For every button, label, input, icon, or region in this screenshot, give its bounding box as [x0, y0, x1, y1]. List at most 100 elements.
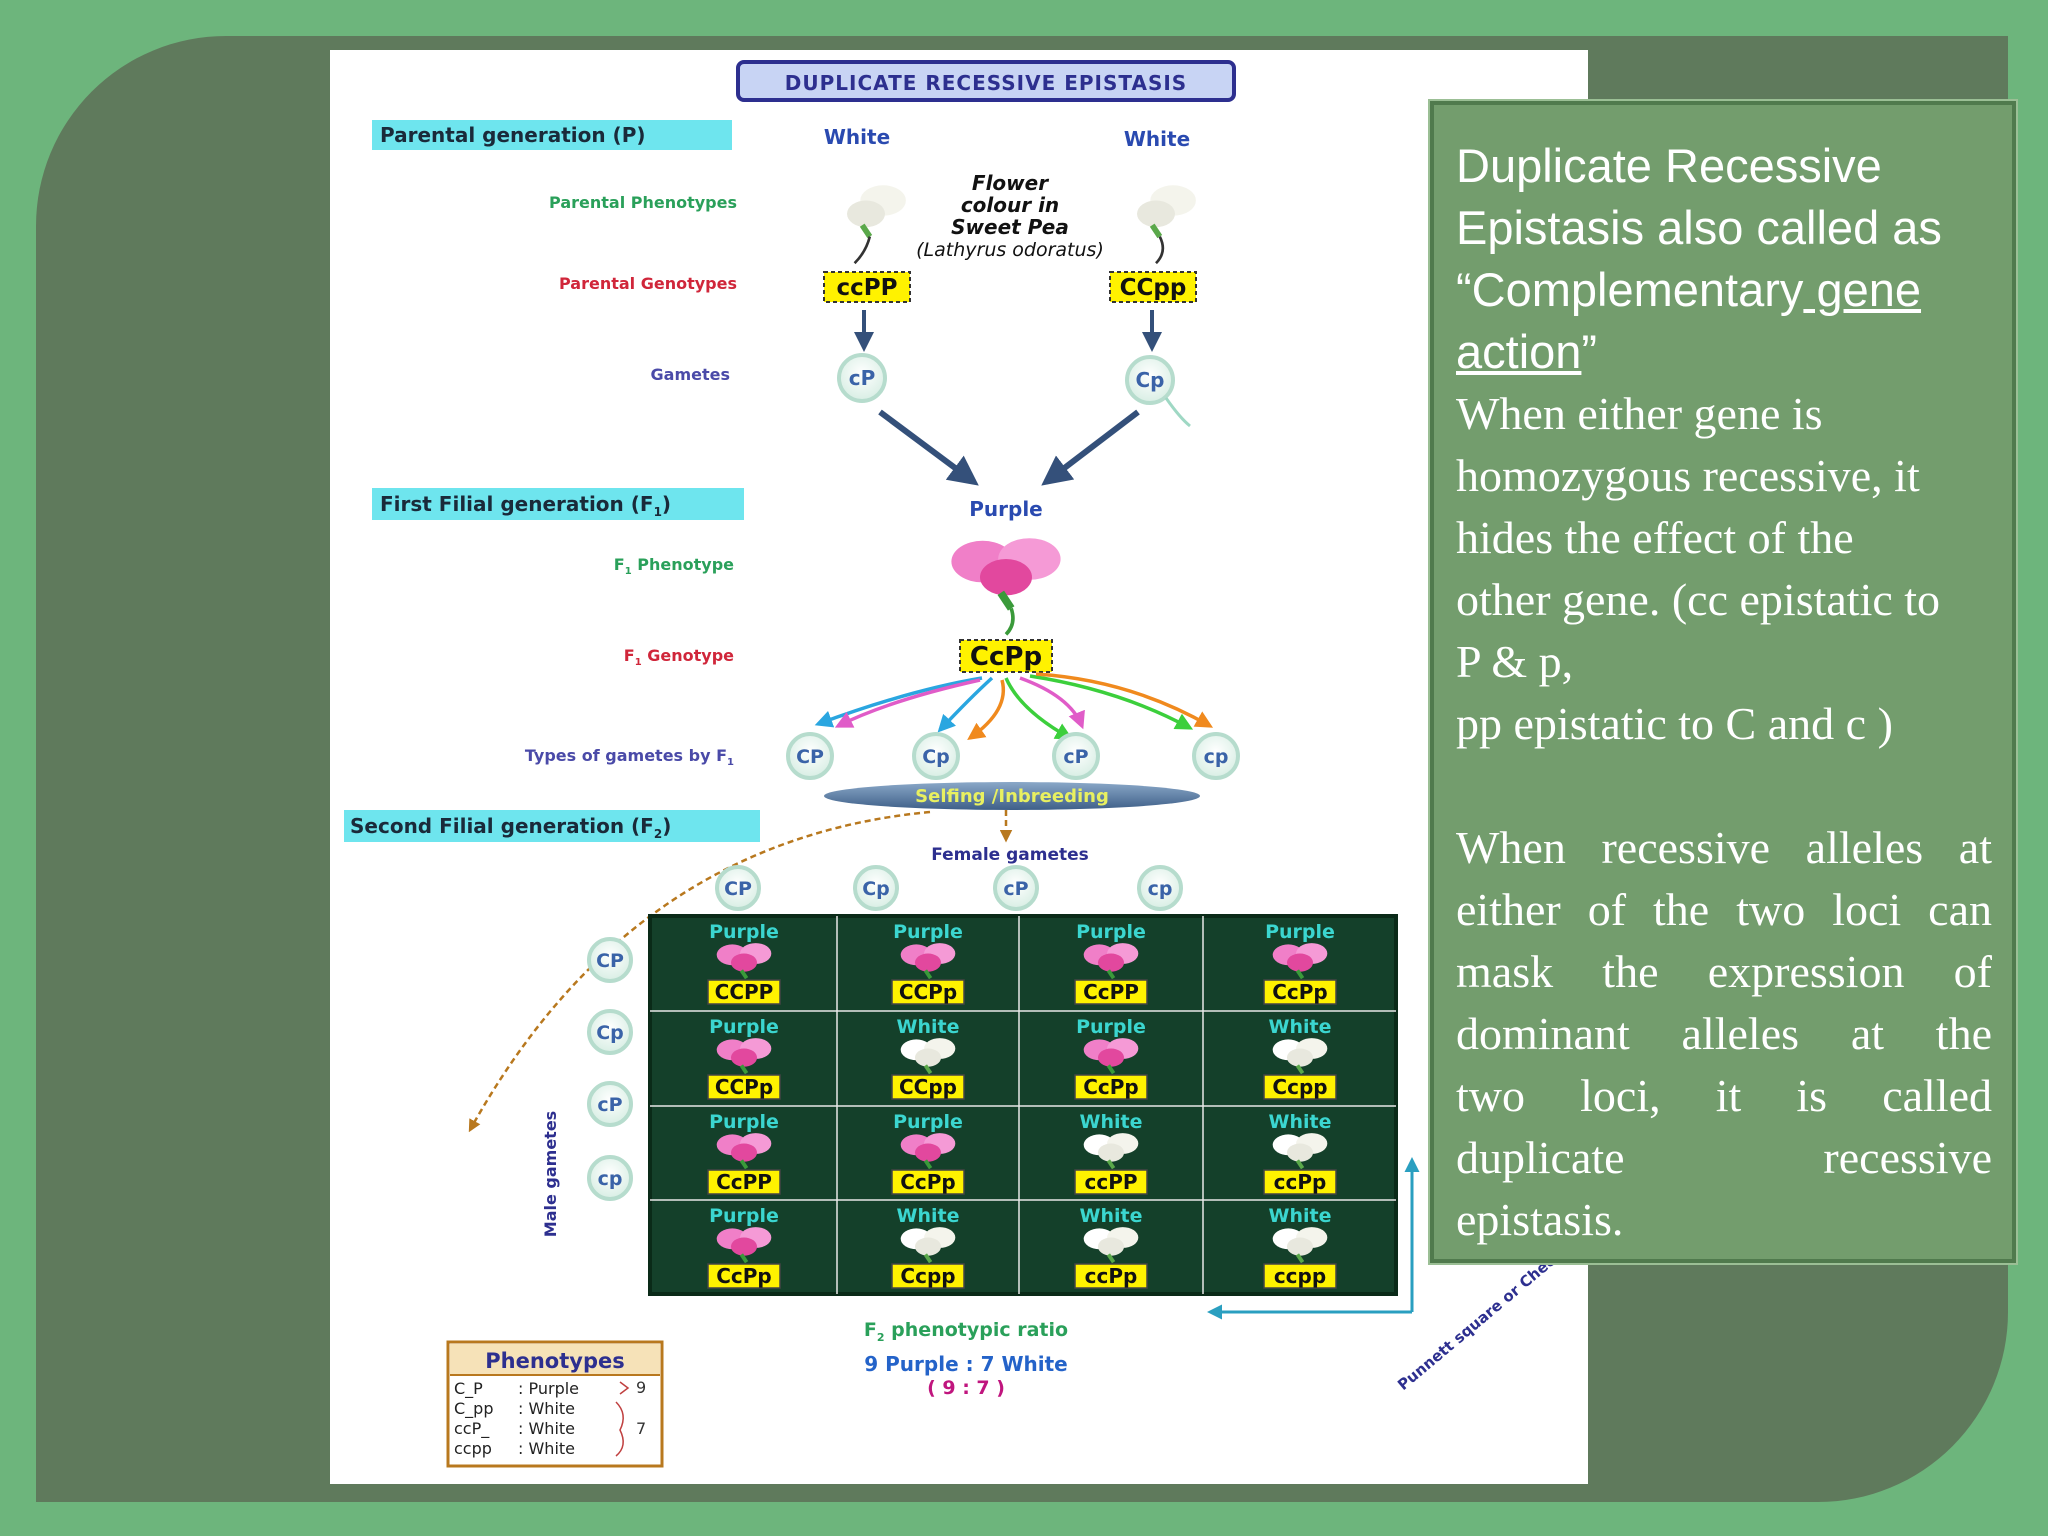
right-gamete-tail	[1164, 397, 1191, 428]
paragraph-2-line: two loci, it is called	[1456, 1070, 1992, 1121]
grid-cell-genotype-box	[891, 1169, 965, 1195]
flower-note-line2: colour in	[961, 193, 1059, 217]
grid-cell-genotype: Ccpp	[1272, 1075, 1327, 1099]
paragraph-2-line: When recessive alleles at	[1456, 822, 1992, 873]
gametes-label: Gametes	[651, 365, 730, 384]
grid-cell-phenotype: White	[1269, 1016, 1332, 1038]
parent-left-flower-icon	[826, 185, 906, 265]
textbox-heading: Duplicate Recessive Epistasis also calle…	[1456, 135, 1992, 383]
f2-generation-text: Second Filial generation (F	[350, 814, 654, 838]
grid-cell-genotype-box	[707, 1263, 781, 1289]
parent-right-gamete: Cp	[1136, 368, 1165, 392]
parental-genotypes-label: Parental Genotypes	[559, 274, 737, 293]
grid-cell-phenotype: Purple	[709, 1205, 779, 1227]
grid-cell-genotype: CCPP	[715, 980, 774, 1004]
grid-cell-genotype-box	[891, 979, 965, 1005]
f2-ratio-text: 9 Purple : 7 White	[864, 1352, 1067, 1376]
female-gamete-circle	[993, 865, 1039, 911]
flower-note-line1: Flower	[972, 171, 1049, 195]
grid-cell-genotype-box	[1263, 1074, 1337, 1100]
f1-generation-sub: 1	[654, 505, 662, 519]
paragraph-1-line: hides the effect of the	[1456, 512, 1854, 563]
paragraph-1-line: other gene. (cc epistatic to	[1456, 574, 1941, 625]
parent-right-genotype: CCpp	[1120, 275, 1187, 301]
f1-arrow-cp1b	[937, 676, 994, 733]
grid-cell-genotype-box	[1263, 1263, 1337, 1289]
phenotypes-table-header-bg	[450, 1344, 660, 1374]
paragraph-1-line: homozygous recessive, it	[1456, 450, 1920, 501]
diagram-title-box	[736, 60, 1236, 102]
paragraph-2-line: mask the expression of	[1456, 946, 1992, 997]
paragraph-2-line: duplicate recessive	[1456, 1132, 1992, 1183]
paragraph-1-line: When either gene is	[1456, 388, 1823, 439]
gamete-types-label-text: Types of gametes by F	[525, 746, 727, 765]
selfing-to-male-arrow	[468, 810, 931, 1133]
f2-ratio-label-f: F	[864, 1319, 877, 1341]
grid-cell-phenotype: Purple	[893, 921, 963, 943]
gamete-types-label: Types of gametes by F1	[525, 746, 734, 768]
paragraph-1-line: pp epistatic to C and c )	[1456, 698, 1893, 749]
phenotype-color: : White	[518, 1419, 575, 1438]
phenotypes-table-title: Phenotypes	[485, 1349, 624, 1373]
grid-cell-genotype-box	[1074, 1074, 1148, 1100]
grid-cell-phenotype: White	[897, 1205, 960, 1227]
female-gamete-circle	[1137, 865, 1183, 911]
punnett-grid-bg	[648, 914, 1398, 1296]
explanation-textbox: Duplicate Recessive Epistasis also calle…	[1430, 101, 2016, 1263]
heading-action-link[interactable]: action	[1456, 325, 1582, 378]
parent-right-flower-icon	[1116, 185, 1196, 265]
selfing-label: Selfing /Inbreeding	[915, 786, 1109, 807]
heading-line3-start: “Complementary	[1456, 263, 1804, 316]
grid-cell-genotype-box	[1263, 979, 1337, 1005]
f2-generation-close: )	[662, 814, 671, 838]
textbox-paragraph-2: When recessive alleles at either of the t…	[1456, 817, 1992, 1251]
textbox-spacer	[1456, 755, 1992, 817]
phenotype-genotype-class: ccpp	[454, 1439, 492, 1458]
f1-arrow-orange-right	[1035, 672, 1214, 728]
phenotypes-count-white: 7	[636, 1419, 646, 1438]
grid-cell-genotype-box	[1074, 1169, 1148, 1195]
grid-cell-genotype-box	[1263, 1169, 1337, 1195]
paragraph-2-line: either of the two loci can	[1456, 884, 1992, 935]
grid-cell-genotype-box	[1074, 1263, 1148, 1289]
f2-ratio-numeric: ( 9 : 7 )	[927, 1377, 1005, 1399]
female-gamete-label: cP	[1003, 878, 1028, 900]
male-gamete-label: cp	[598, 1168, 623, 1190]
heading-gene-link[interactable]: gene	[1803, 263, 1922, 316]
female-gamete-label: CP	[724, 878, 752, 900]
grid-cell-phenotype: White	[1269, 1111, 1332, 1133]
male-gamete-label: cP	[597, 1094, 622, 1116]
phenotype-color: : White	[518, 1399, 575, 1418]
male-gamete-circle	[587, 937, 633, 983]
grid-cell-genotype: CcPP	[1083, 980, 1139, 1004]
f1-arrow-pink-right	[1019, 676, 1085, 730]
male-gamete-label: Cp	[596, 1022, 624, 1044]
cross-arrow-right	[1041, 409, 1140, 486]
grid-cell-genotype-box	[707, 979, 781, 1005]
grid-cell-genotype: CCPp	[899, 980, 957, 1004]
f1-phenotype-label-rest: Phenotype	[632, 555, 734, 574]
paragraph-1-line: P & p,	[1456, 636, 1574, 687]
heading-line2: Epistasis also called as	[1456, 201, 1942, 254]
grid-cell-genotype: CcPp	[1083, 1075, 1139, 1099]
f1-gamete-2: Cp	[922, 746, 950, 768]
diagram-title: DUPLICATE RECESSIVE EPISTASIS	[785, 71, 1187, 95]
grid-cell-phenotype: Purple	[709, 921, 779, 943]
phenotype-color: : Purple	[518, 1379, 579, 1398]
parental-phenotypes-label: Parental Phenotypes	[549, 193, 737, 212]
f1-generation-close: )	[662, 492, 671, 516]
parent-left-gamete-circle	[837, 353, 887, 403]
heading-line4-end: ”	[1581, 325, 1598, 378]
f1-arrow-orange-mid	[967, 679, 1005, 741]
grid-cell-genotype-box	[707, 1169, 781, 1195]
phenotype-color: : White	[518, 1439, 575, 1458]
flower-note-line3: Sweet Pea	[951, 215, 1069, 239]
grid-cell-phenotype: Purple	[709, 1111, 779, 1133]
grid-cell-genotype-box	[707, 1074, 781, 1100]
punnett-grid-cells: PurpleCCPPPurpleCCPpPurpleCcPPPurpleCcPp…	[707, 921, 1337, 1289]
f1-genotype-label: F1 Genotype	[624, 646, 734, 668]
female-gametes-label: Female gametes	[931, 845, 1089, 865]
diagram-canvas: DUPLICATE RECESSIVE EPISTASIS Parental g…	[344, 60, 1580, 1468]
